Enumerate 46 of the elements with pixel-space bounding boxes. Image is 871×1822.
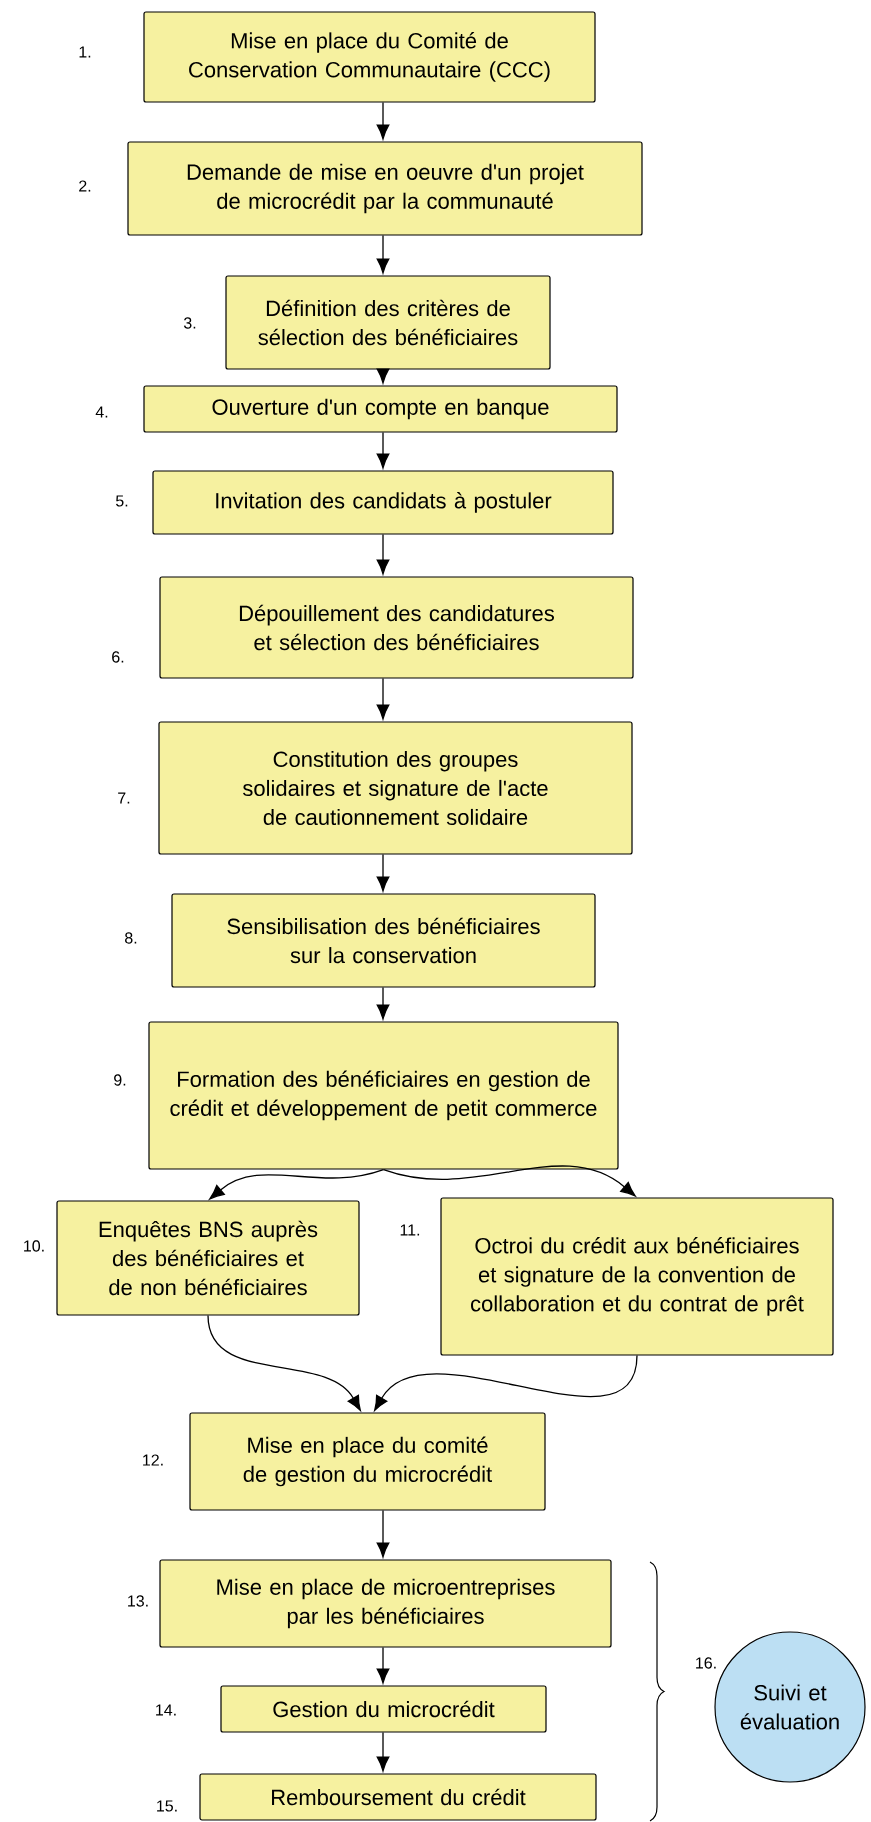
process-box: Mise en place du comité de gestion du microcrédit — [189, 1412, 546, 1511]
step-number: 16. — [696, 1657, 716, 1669]
step-number: 1. — [79, 46, 91, 58]
process-box: Gestion du microcrédit — [220, 1685, 547, 1733]
step-number: 6. — [112, 651, 124, 663]
arrow — [376, 368, 390, 384]
process-box: Mise en place du Comité de Conservation Communautaire (CCC) — [143, 11, 596, 103]
process-box: Sensibilisation des bénéficiaires sur la conservation — [171, 893, 596, 988]
process-box: Définition des critères de sélection des bénéficiaires — [225, 275, 551, 370]
arrow — [376, 101, 390, 140]
step-number: 10. — [24, 1240, 44, 1252]
arrow — [376, 677, 390, 720]
step-number: 7. — [118, 792, 130, 804]
step-number: 14. — [156, 1704, 176, 1716]
arrow — [376, 533, 390, 575]
process-box: Remboursement du crédit — [199, 1773, 597, 1821]
step-number: 5. — [115, 495, 128, 507]
step-number: 3. — [183, 317, 196, 329]
process-box: Formation des bénéficiaires en gestion de crédit et développement de petit commerce — [148, 1021, 619, 1170]
step-number: 15. — [157, 1800, 177, 1812]
arrow — [374, 1354, 638, 1411]
arrow — [376, 234, 390, 274]
process-box: Mise en place de microentreprises par les bénéficiaires — [159, 1559, 612, 1648]
arrow — [376, 986, 390, 1020]
step-number: 9. — [114, 1074, 126, 1086]
process-box: Enquêtes BNS auprès des bénéficiaires et de non bénéficiaires — [56, 1200, 360, 1316]
process-box: Demande de mise en oeuvre d'un projet de microcrédit par la communauté — [127, 141, 643, 236]
arrow — [376, 1509, 390, 1558]
process-box: Dépouillement des candidatures et sélection des bénéficiaires — [159, 576, 634, 679]
step-number: 2. — [79, 180, 91, 192]
process-box: Invitation des candidats à postuler — [152, 470, 614, 535]
process-box: Octroi du crédit aux bénéficiaires et signature de la convention de collaboration et du contrat de prêt — [440, 1197, 834, 1356]
process-box: Constitution des groupes solidaires et signature de l'acte de cautionnement solidaire — [158, 721, 633, 855]
step-number: 11. — [400, 1224, 420, 1236]
step-number: 4. — [95, 406, 108, 418]
arrow — [376, 1646, 390, 1684]
arrow — [209, 1168, 385, 1200]
step-number: 12. — [143, 1454, 163, 1466]
arrow — [376, 1731, 390, 1772]
step-number: 13. — [128, 1595, 148, 1607]
step-number: 8. — [125, 932, 137, 944]
arrow — [382, 1165, 636, 1197]
arrow — [376, 853, 390, 892]
arrow — [376, 431, 390, 469]
arrow — [207, 1314, 361, 1411]
process-box: Ouverture d'un compte en banque — [143, 385, 618, 433]
